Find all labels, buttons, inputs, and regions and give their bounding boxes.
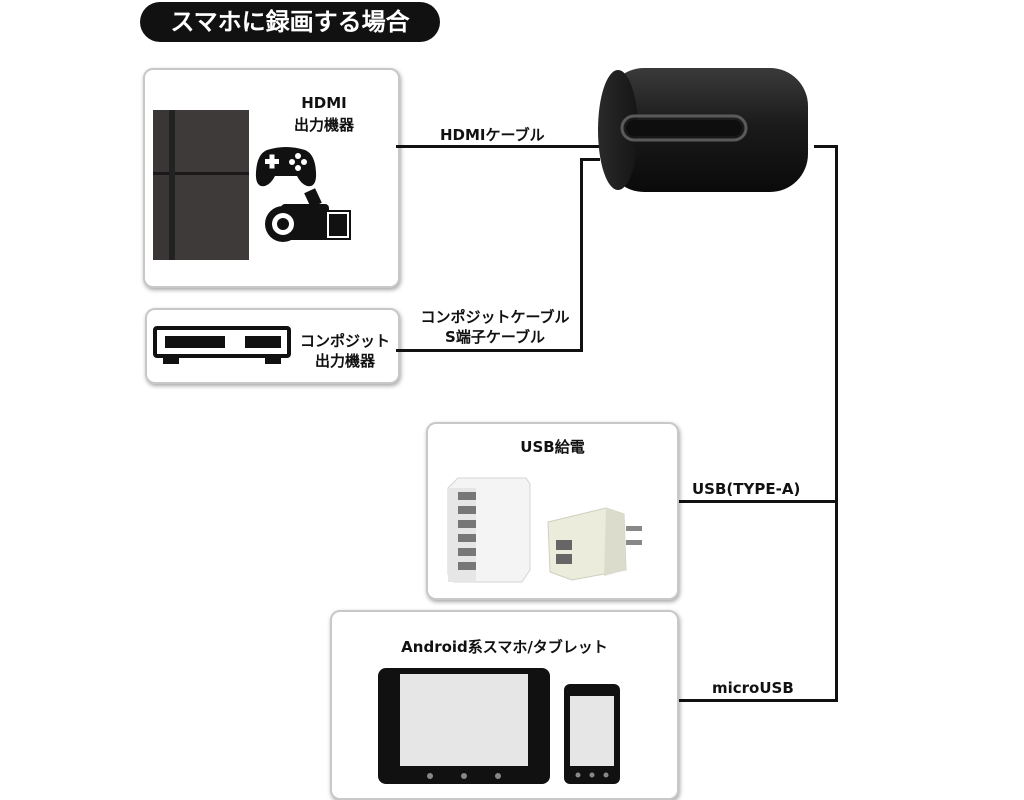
tablet-icon — [378, 668, 550, 784]
hdmi-label-line1: HDMI — [301, 94, 347, 112]
microusb-label: microUSB — [712, 679, 794, 697]
composite-cable-line-h — [396, 349, 583, 352]
usb-power-box: USB給電 — [426, 422, 679, 600]
page-title: スマホに録画する場合 — [140, 2, 440, 42]
composite-cable-label-line1: コンポジットケーブル — [420, 308, 570, 326]
composite-cable-label-line2: S端子ケーブル — [445, 328, 545, 346]
usb-cable-vertical — [835, 145, 838, 702]
video-deck-icon — [153, 326, 291, 364]
composite-label-line2: 出力機器 — [314, 352, 375, 370]
smartphone-icon — [564, 684, 620, 784]
usb-adapter-icon — [547, 507, 642, 581]
hdmi-cable-label: HDMIケーブル — [440, 126, 545, 144]
gamepad-icon — [255, 147, 317, 187]
microusb-line — [676, 699, 838, 702]
console-icon — [153, 110, 249, 260]
android-device-box: Android系スマホ/タブレット — [330, 610, 679, 800]
hdmi-cable-line — [396, 145, 599, 148]
composite-cable-line-top — [580, 158, 600, 161]
hdmi-label-line2: 出力機器 — [293, 116, 354, 134]
composite-output-device-box: コンポジット 出力機器 — [145, 308, 400, 384]
usb-cable-top — [814, 145, 838, 148]
composite-cable-line-v — [580, 158, 583, 352]
camcorder-icon — [265, 188, 351, 242]
android-label: Android系スマホ/タブレット — [401, 638, 608, 656]
composite-label-line1: コンポジット — [299, 332, 390, 350]
usb-typea-label: USB(TYPE-A) — [692, 480, 801, 498]
usb-power-label: USB給電 — [520, 438, 585, 456]
capture-device-icon — [598, 68, 808, 192]
usb-typea-line — [676, 500, 838, 503]
hdmi-output-device-box: HDMI 出力機器 — [143, 68, 400, 288]
usb-charger-icon — [447, 477, 531, 583]
